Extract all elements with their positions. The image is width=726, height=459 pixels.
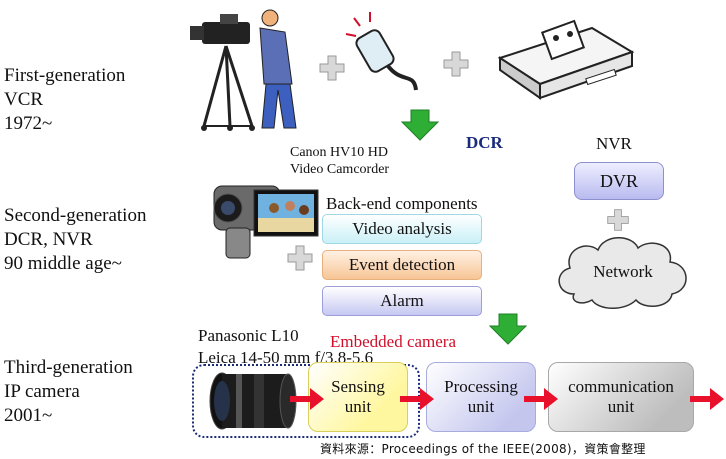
plus-icon bbox=[443, 51, 469, 77]
panasonic-label: Panasonic L10 bbox=[198, 326, 299, 345]
sensing-unit-box: Sensing unit bbox=[308, 362, 408, 432]
red-arrow bbox=[400, 388, 434, 410]
dcr-label: DCR bbox=[466, 133, 503, 152]
second-generation-label: Second-generation DCR, NVR 90 middle age… bbox=[4, 205, 147, 274]
third-generation-label: Third-generation IP camera 2001~ bbox=[4, 357, 133, 426]
network-cloud-shape bbox=[558, 237, 687, 309]
tv-camera-operator-illustration bbox=[190, 9, 297, 131]
plus-icon bbox=[319, 55, 345, 81]
camera-lens-illustration bbox=[209, 372, 297, 430]
vcr-deck-illustration bbox=[497, 19, 635, 100]
dvr-box: DVR bbox=[574, 162, 664, 200]
alarm-box: Alarm bbox=[322, 286, 482, 316]
network-label: Network bbox=[593, 262, 653, 281]
processing-unit-box: Processing unit bbox=[426, 362, 536, 432]
green-down-arrow bbox=[488, 313, 528, 345]
first-generation-label: First-generation VCR 1972~ bbox=[4, 65, 126, 134]
red-arrow bbox=[290, 388, 324, 410]
event-detection-box: Event detection bbox=[322, 250, 482, 280]
camcorder-illustration bbox=[213, 185, 319, 259]
plus-icon bbox=[607, 209, 629, 231]
red-arrow bbox=[690, 388, 724, 410]
plus-icon bbox=[287, 245, 313, 271]
nvr-label: NVR bbox=[596, 134, 632, 153]
source-citation: 資料來源：Proceedings of the IEEE(2008)，資策會整理 bbox=[320, 442, 646, 456]
backend-components-label: Back-end components bbox=[326, 194, 478, 213]
camcorder-label: Canon HV10 HD Video Camcorder bbox=[290, 145, 390, 177]
embedded-camera-label: Embedded camera bbox=[330, 332, 457, 351]
communication-unit-box: communication unit bbox=[548, 362, 694, 432]
video-analysis-box: Video analysis bbox=[322, 214, 482, 244]
sensor-probe-illustration bbox=[345, 12, 418, 91]
red-arrow bbox=[524, 388, 558, 410]
green-down-arrow bbox=[400, 109, 440, 141]
